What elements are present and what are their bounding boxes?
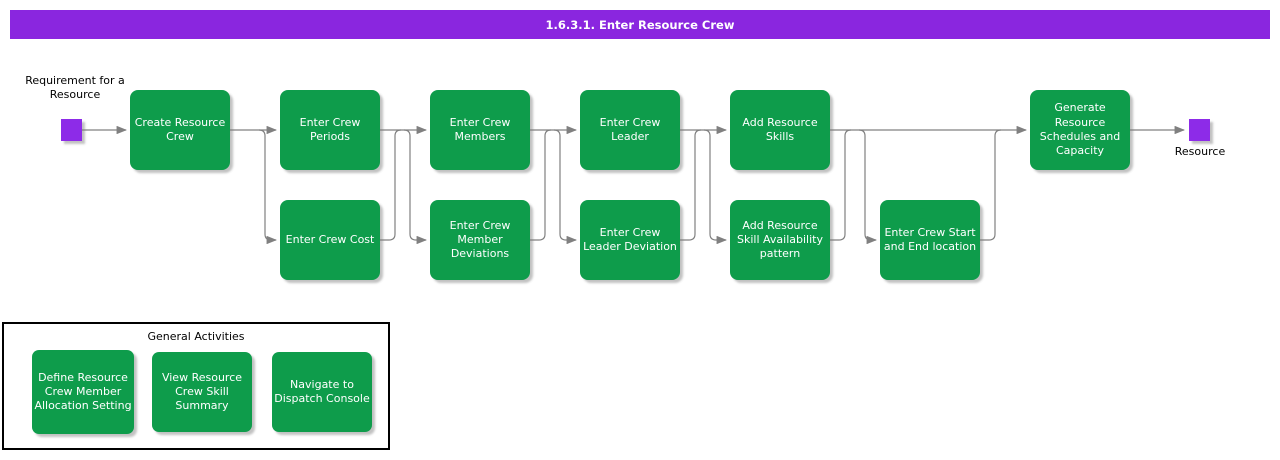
start-marker-label: Requirement for a Resource: [25, 74, 125, 101]
general-activities-title: General Activities: [147, 330, 245, 343]
connector-edge: [530, 129, 552, 241]
diagram-title-bar: 1.6.3.1. Enter Resource Crew: [10, 10, 1270, 39]
connector-edge: [380, 129, 402, 241]
node-enter-crew-periods[interactable]: Enter Crew Periods: [280, 90, 380, 170]
node-enter-crew-cost[interactable]: Enter Crew Cost: [280, 200, 380, 280]
start-marker: [61, 119, 82, 141]
node-navigate-to-dispatch-console[interactable]: Navigate to Dispatch Console: [272, 352, 372, 432]
node-view-resource-crew-skill-summary[interactable]: View Resource Crew Skill Summary: [152, 352, 252, 432]
connector-edge: [703, 129, 728, 245]
node-enter-crew-members[interactable]: Enter Crew Members: [430, 90, 530, 170]
end-marker: [1189, 119, 1210, 141]
connector-edge: [980, 129, 1002, 241]
node-create-resource-crew[interactable]: Create Resource Crew: [130, 90, 230, 170]
node-define-resource-crew-member-allocation-setting[interactable]: Define Resource Crew Member Allocation S…: [32, 350, 134, 434]
connector-edge: [858, 129, 878, 245]
connector-edge: [553, 129, 578, 245]
end-marker-label: Resource: [1174, 145, 1226, 158]
node-enter-crew-start-and-end-location[interactable]: Enter Crew Start and End location: [880, 200, 980, 280]
node-enter-crew-member-deviations[interactable]: Enter Crew Member Deviations: [430, 200, 530, 280]
connector-edge: [830, 129, 852, 241]
node-generate-resource-schedules-and-capacity[interactable]: Generate Resource Schedules and Capacity: [1030, 90, 1130, 170]
diagram-title: 1.6.3.1. Enter Resource Crew: [545, 17, 735, 32]
connector-edge: [403, 129, 428, 245]
connector-edge: [680, 129, 702, 241]
node-add-resource-skill-availability-pattern[interactable]: Add Resource Skill Availability pattern: [730, 200, 830, 280]
node-add-resource-skills[interactable]: Add Resource Skills: [730, 90, 830, 170]
node-enter-crew-leader[interactable]: Enter Crew Leader: [580, 90, 680, 170]
general-activities-group: General Activities Define Resource Crew …: [2, 322, 390, 450]
connector-edge: [258, 129, 278, 245]
node-enter-crew-leader-deviation[interactable]: Enter Crew Leader Deviation: [580, 200, 680, 280]
